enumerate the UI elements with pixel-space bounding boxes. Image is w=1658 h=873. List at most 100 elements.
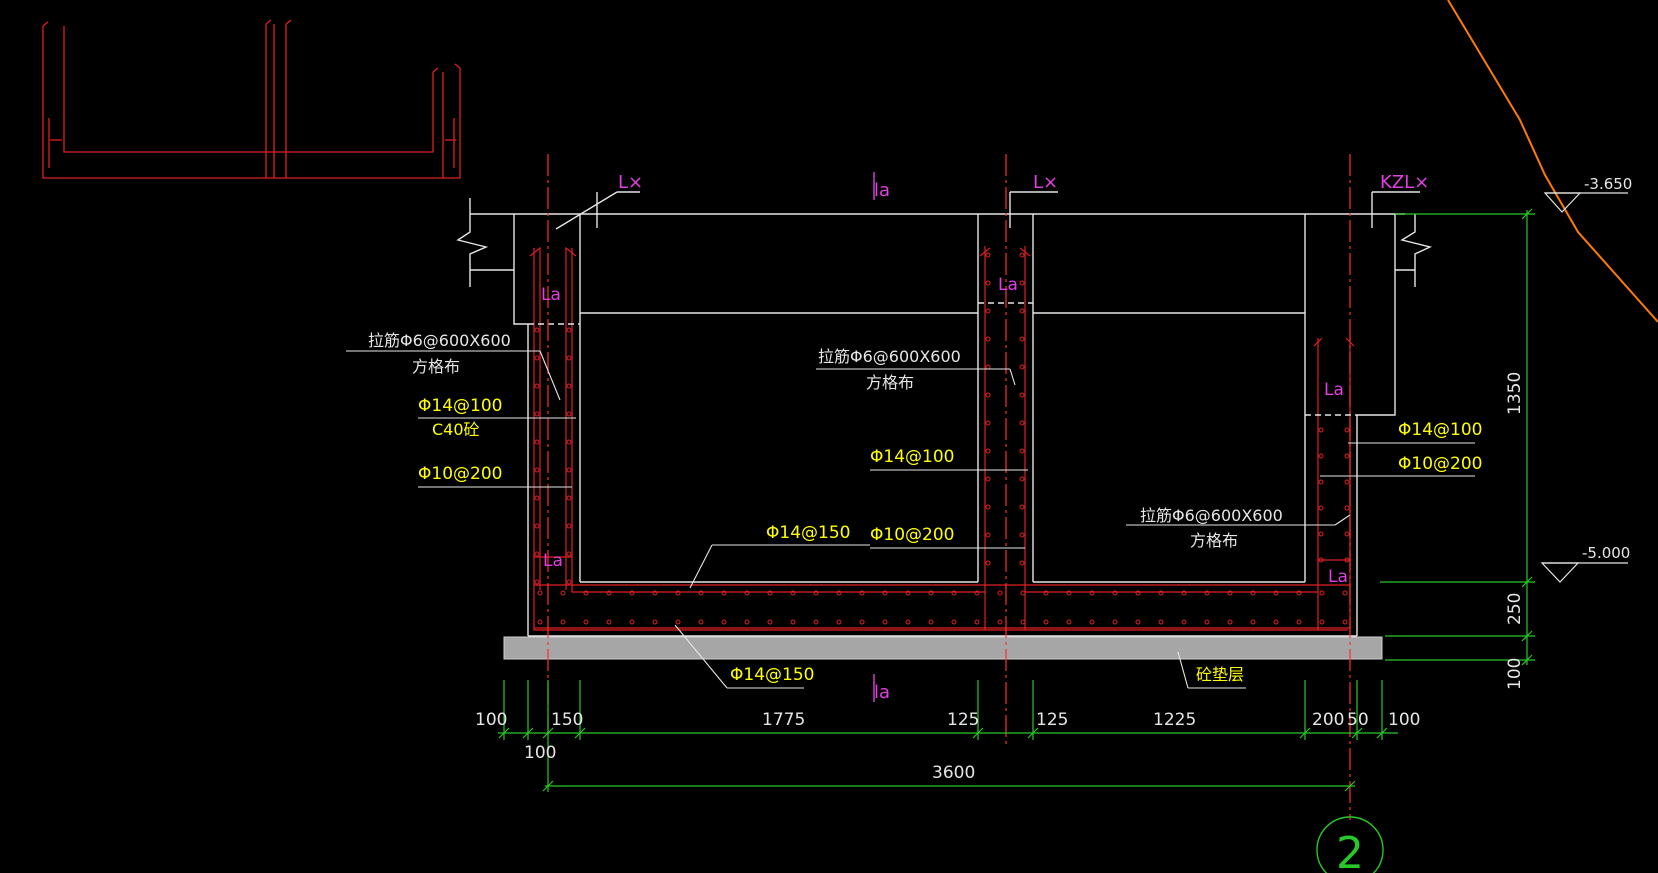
rebar-dot	[566, 439, 572, 445]
rebar-dot	[882, 619, 888, 625]
rebar-dot	[744, 590, 750, 596]
rebar-dot	[905, 590, 911, 596]
dimension-lines	[498, 208, 1535, 792]
dim-125-a: 125	[947, 710, 979, 730]
rebar-dot	[1158, 619, 1164, 625]
la-label-top: la	[874, 180, 890, 201]
rebar-dots	[534, 252, 1350, 625]
rebar-dot	[606, 590, 612, 596]
rebar-lines	[529, 246, 1355, 631]
rebar-dot	[836, 590, 842, 596]
rebar-dot	[1344, 505, 1350, 511]
rebar-notes: 拉筋Φ6@600X600 方格布 Φ14@100 C40砼 Φ10@200 拉筋…	[368, 331, 1482, 685]
rebar-dot	[1273, 619, 1279, 625]
rebar-dot	[1342, 590, 1348, 596]
rebar-dot	[1319, 590, 1325, 596]
dim-250: 250	[1505, 593, 1525, 625]
rebar-dot	[1227, 590, 1233, 596]
rebar-dot	[1318, 479, 1324, 485]
rebar-dot	[1318, 427, 1324, 433]
tie-note-mid-sub: 方格布	[866, 373, 914, 392]
rebar-dot	[1342, 619, 1348, 625]
rebar-dot	[1112, 619, 1118, 625]
rebar-dot	[1227, 619, 1233, 625]
rebar-dot	[566, 355, 572, 361]
rebar-dot	[1344, 453, 1350, 459]
rebar-dot	[1019, 504, 1025, 510]
dim-1775: 1775	[762, 710, 805, 730]
la-label-left-bottom: La	[543, 551, 563, 571]
rebar-dot	[1250, 590, 1256, 596]
rebar-dot	[1135, 590, 1141, 596]
rebar-dot	[560, 619, 566, 625]
wall-right-vertical-note: Φ14@100	[1398, 420, 1482, 440]
rebar-dot	[537, 619, 543, 625]
la-label-right-top: La	[1324, 380, 1344, 400]
la-label-left-top: La	[541, 285, 561, 305]
tie-note-right: 拉筋Φ6@600X600	[1140, 506, 1283, 525]
beam-label-right: KZL×	[1380, 172, 1429, 193]
tie-note-left: 拉筋Φ6@600X600	[368, 331, 511, 350]
rebar-dot	[534, 439, 540, 445]
rebar-dot	[974, 619, 980, 625]
rebar-dot	[1019, 280, 1025, 286]
rebar-dot	[534, 411, 540, 417]
rebar-dot	[985, 504, 991, 510]
rebar-dot	[1158, 590, 1164, 596]
rebar-dot	[951, 619, 957, 625]
rebar-dot	[974, 590, 980, 596]
rebar-dot	[583, 619, 589, 625]
rebar-dot	[985, 280, 991, 286]
concrete-grade-note: C40砼	[432, 420, 480, 439]
rebar-dot	[1344, 479, 1350, 485]
rebar-dot	[1020, 590, 1026, 596]
rebar-dot	[836, 619, 842, 625]
rebar-dot	[985, 392, 991, 398]
rebar-dot	[813, 619, 819, 625]
tie-note-left-sub: 方格布	[412, 357, 460, 376]
slab-bottom-note: Φ14@150	[730, 665, 814, 685]
beam-label-mid: L×	[1033, 172, 1058, 193]
rebar-dot	[560, 590, 566, 596]
rebar-dot	[566, 327, 572, 333]
elevation-symbols	[1540, 192, 1628, 583]
rebar-dot	[1181, 619, 1187, 625]
rebar-dot	[534, 579, 540, 585]
rebar-dot	[882, 590, 888, 596]
rebar-dot	[721, 590, 727, 596]
rebar-dot	[1318, 557, 1324, 563]
rebar-dot	[1019, 560, 1025, 566]
rebar-dot	[566, 579, 572, 585]
rebar-dot	[652, 619, 658, 625]
rebar-dot	[985, 308, 991, 314]
rebar-dot	[1319, 619, 1325, 625]
rebar-dot	[1273, 590, 1279, 596]
axis-bubble-number: 2	[1336, 828, 1364, 873]
rebar-dot	[985, 336, 991, 342]
rebar-dot	[675, 619, 681, 625]
dim-total: 3600	[932, 763, 975, 783]
rebar-dot	[1181, 590, 1187, 596]
rebar-dot	[985, 560, 991, 566]
rebar-dot	[1112, 590, 1118, 596]
rebar-dot	[790, 590, 796, 596]
elevation-top: -3.650	[1584, 175, 1632, 193]
wall-mid-vertical-note: Φ14@100	[870, 447, 954, 467]
rebar-dot	[1344, 531, 1350, 537]
structure-outline	[456, 191, 1433, 637]
la-label-right-bottom: La	[1328, 567, 1348, 587]
rebar-dot	[905, 619, 911, 625]
dim-50: 50	[1347, 710, 1369, 730]
rebar-dot	[1043, 590, 1049, 596]
rebar-dot	[1250, 619, 1256, 625]
dim-100-below: 100	[524, 743, 556, 763]
rebar-dot	[534, 495, 540, 501]
wall-left-vertical-note: Φ14@100	[418, 396, 502, 416]
tie-note-right-sub: 方格布	[1190, 531, 1238, 550]
rebar-dot	[1318, 453, 1324, 459]
rebar-dot	[767, 590, 773, 596]
rebar-dot	[1318, 531, 1324, 537]
rebar-dot	[1135, 619, 1141, 625]
rebar-dot	[997, 590, 1003, 596]
